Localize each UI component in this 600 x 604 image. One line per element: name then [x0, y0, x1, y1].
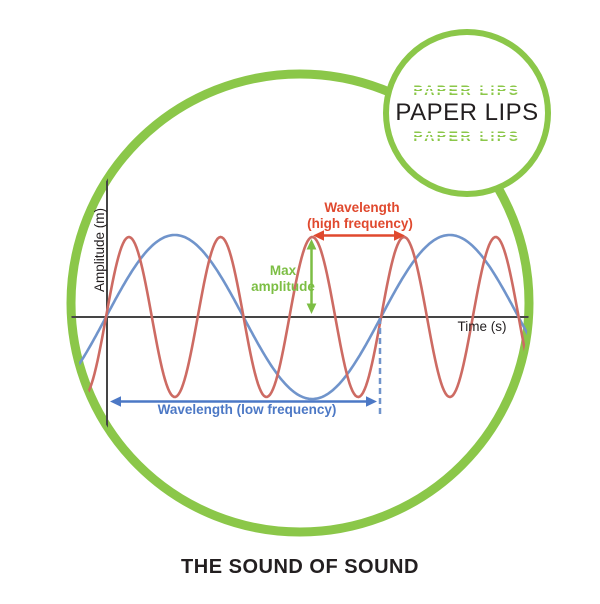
high-freq-label-line1: Wavelength [324, 200, 399, 215]
brand-badge: PAPER LIPS PAPER LIPS PAPER LIPS [383, 29, 551, 197]
max-amplitude-label-line2: amplitude [251, 279, 315, 294]
y-axis-label: Amplitude (m) [92, 208, 107, 292]
outer-circle [66, 69, 534, 537]
brand-name: PAPER LIPS [395, 99, 539, 127]
high-freq-label-line2: (high frequency) [307, 216, 413, 231]
high-freq-wavelength-arrow [313, 230, 405, 241]
brand-stencil-bottom: PAPER LIPS [413, 127, 521, 144]
poster-title: THE SOUND OF SOUND [181, 556, 419, 578]
low-freq-wavelength-arrow [110, 396, 377, 407]
high-frequency-wave [71, 235, 529, 399]
x-axis-label: Time (s) [458, 319, 507, 334]
max-amplitude-arrow [306, 239, 317, 314]
max-amplitude-label-line1: Max [270, 263, 297, 278]
low-freq-label: Wavelength (low frequency) [158, 402, 337, 417]
brand-stencil-top: PAPER LIPS [413, 82, 521, 99]
